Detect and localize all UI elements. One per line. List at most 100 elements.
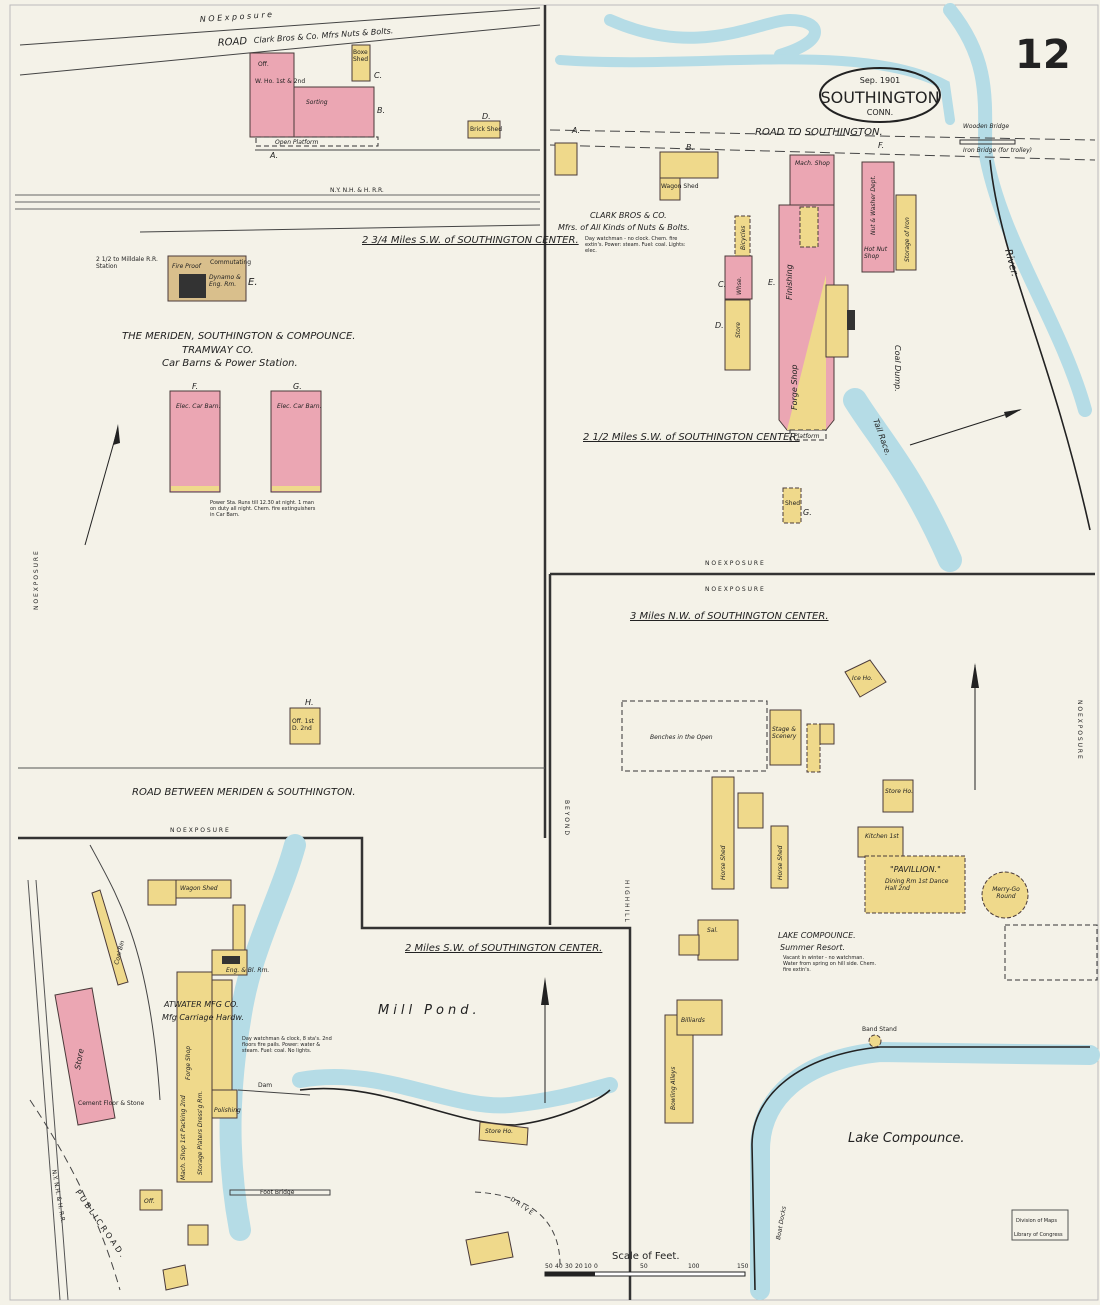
resort-note-box: Vacant in winter - no watchman. Water fr… <box>783 955 876 973</box>
shed-label: Shed <box>785 500 800 507</box>
stage-label-box: Stage & Scenery <box>772 726 797 740</box>
building-b-right <box>659 151 719 179</box>
bicycles-label: Bicycles <box>740 226 747 250</box>
car-barn-g <box>270 390 322 493</box>
open-platform-label: Open Platform <box>275 139 318 146</box>
billiards-label: Billiards <box>681 1017 705 1024</box>
road-to-southington-1 <box>549 129 1096 141</box>
letter-e: E. <box>768 278 776 287</box>
atwater-annex <box>211 979 233 1091</box>
letter-b: B. <box>686 143 694 152</box>
iron-bridge <box>959 139 1016 145</box>
no-exposure-bottom: N O E X P O S U R E <box>705 560 764 567</box>
clark-company-desc: Mfrs. of All Kinds of Nuts & Bolts. <box>558 223 690 232</box>
band-stand <box>868 1034 882 1048</box>
wagon-shed <box>659 177 681 201</box>
store-building <box>54 987 116 1126</box>
lake-label: Lake Compounce. <box>848 1131 965 1146</box>
nut-washer-dept <box>861 161 895 273</box>
polishing-label: Polishing <box>214 1107 241 1114</box>
merry-label-box: Merry-Go Round <box>992 886 1020 900</box>
pavillion-desc: Dining Rm 1st Dance Hall 2nd <box>885 878 949 892</box>
foot-bridge-label: Foot Bridge <box>260 1189 295 1196</box>
stage-label: Stage & Scenery <box>772 726 797 740</box>
polishing <box>211 1089 238 1119</box>
nut-washer-label: Nut & Washer Dept. <box>870 175 877 235</box>
building-a-letter: A. <box>269 151 278 160</box>
atwater-note: Day watchman & clock, 8 sta's. 2nd floor… <box>242 1036 332 1054</box>
scale-title: Scale of Feet. <box>612 1251 680 1262</box>
location-label-right: 2 1/2 Miles S.W. of SOUTHINGTON CENTER. <box>583 432 800 443</box>
river-shore <box>989 159 1091 531</box>
building-b <box>293 86 375 138</box>
building-8 <box>737 792 764 829</box>
building-u <box>465 1231 514 1266</box>
tramway-name: THE MERIDEN, SOUTHINGTON & COMPOUNCE. <box>122 331 355 342</box>
hot-nut-label: Hot Nut Shop <box>864 246 888 260</box>
sheet-number: 12 <box>1015 32 1071 78</box>
pavillion-desc-box: Dining Rm 1st Dance Hall 2nd <box>885 878 949 892</box>
merry-go-round <box>981 871 1029 919</box>
clark-note: Day watchman - no clock. Chem. fire exti… <box>585 236 686 254</box>
building-h-label: Off. 1st D. 2nd <box>292 718 314 732</box>
siding-curve <box>89 844 161 1101</box>
section-frames <box>9 4 1099 1301</box>
store-house-r <box>478 1121 529 1146</box>
benches-label: Benches in the Open <box>650 734 713 741</box>
building-a-atwater <box>147 879 177 906</box>
mill-race <box>219 834 306 1241</box>
north-arrow-2 <box>909 409 1022 446</box>
forge-shop-atwater-label: Forge Shop <box>185 1046 192 1080</box>
car-barn-f <box>169 390 221 493</box>
small-sheds <box>232 904 246 951</box>
section-clark-tramway: N O E x p o s u r e ROAD Clark Bros & Co… <box>33 10 579 798</box>
building-d-label: Brick Shed <box>470 126 502 133</box>
power-note-box: Power Sta. Runs till 12.30 at night. 1 m… <box>210 500 315 518</box>
building-d-letter: D. <box>482 112 491 121</box>
building-2 <box>806 723 821 773</box>
clark-note-box: Day watchman - no clock. Chem. fire exti… <box>585 236 686 254</box>
car-barn-g-frame-strip <box>272 486 320 491</box>
north-arrow-4 <box>541 977 549 1103</box>
building-e-dynamo: Dynamo & Eng. Rm. <box>209 274 241 288</box>
title-oval <box>819 67 941 123</box>
scale-tick: 100 <box>688 1263 700 1270</box>
clark-company: CLARK BROS & CO. <box>590 211 667 220</box>
building-a <box>249 52 295 138</box>
building-c-label: Boxe Shed <box>353 49 369 63</box>
car-barn-f-letter: F. <box>192 382 198 391</box>
map-date: Sep. 1901 <box>860 76 901 85</box>
benches-area <box>621 700 768 772</box>
bowling-label: Bowling Alleys <box>670 1067 677 1110</box>
atwater-note-box: Day watchman & clock, 8 sta's. 2nd floor… <box>242 1036 332 1054</box>
kitchen <box>857 826 904 858</box>
north-arrow-1 <box>84 424 120 546</box>
adjacent-sheds <box>1004 924 1098 981</box>
title-cartouche: Sep. 1901 SOUTHINGTON CONN. 12 <box>819 32 1071 123</box>
pavillion-label: "PAVILLION." <box>890 865 941 874</box>
rr-line-1 <box>27 879 61 1301</box>
horse-shed-9 <box>711 776 735 890</box>
building-e-fireproof: Fire Proof <box>172 263 202 270</box>
building-e-commutating: Commutating <box>210 259 251 266</box>
location-label: 2 3/4 Miles S.W. of SOUTHINGTON CENTER. <box>362 235 579 246</box>
car-barn-f-label: Elec. Car Barn. <box>176 403 221 410</box>
scale-tick: 40 <box>555 1263 563 1270</box>
stamp-box <box>1011 1209 1069 1241</box>
store-label-atwater: Store <box>73 1048 86 1071</box>
stage-scenery <box>769 709 802 766</box>
platform-label: Platform <box>794 433 820 440</box>
mach-shop <box>789 154 835 206</box>
atwater-company-desc: Mfg Carriage Hardw. <box>162 1013 244 1022</box>
saloon <box>697 919 739 961</box>
finishing-label: Finishing <box>785 264 794 300</box>
building-c <box>351 44 371 82</box>
ice-house <box>844 659 887 698</box>
store-d <box>724 299 751 371</box>
building-a-right <box>554 142 578 176</box>
wagon-shed-atwater <box>175 879 232 899</box>
open-platform <box>255 136 379 147</box>
dam <box>237 1089 311 1096</box>
billiards <box>676 999 723 1036</box>
scale-bar-fill <box>545 1272 595 1276</box>
